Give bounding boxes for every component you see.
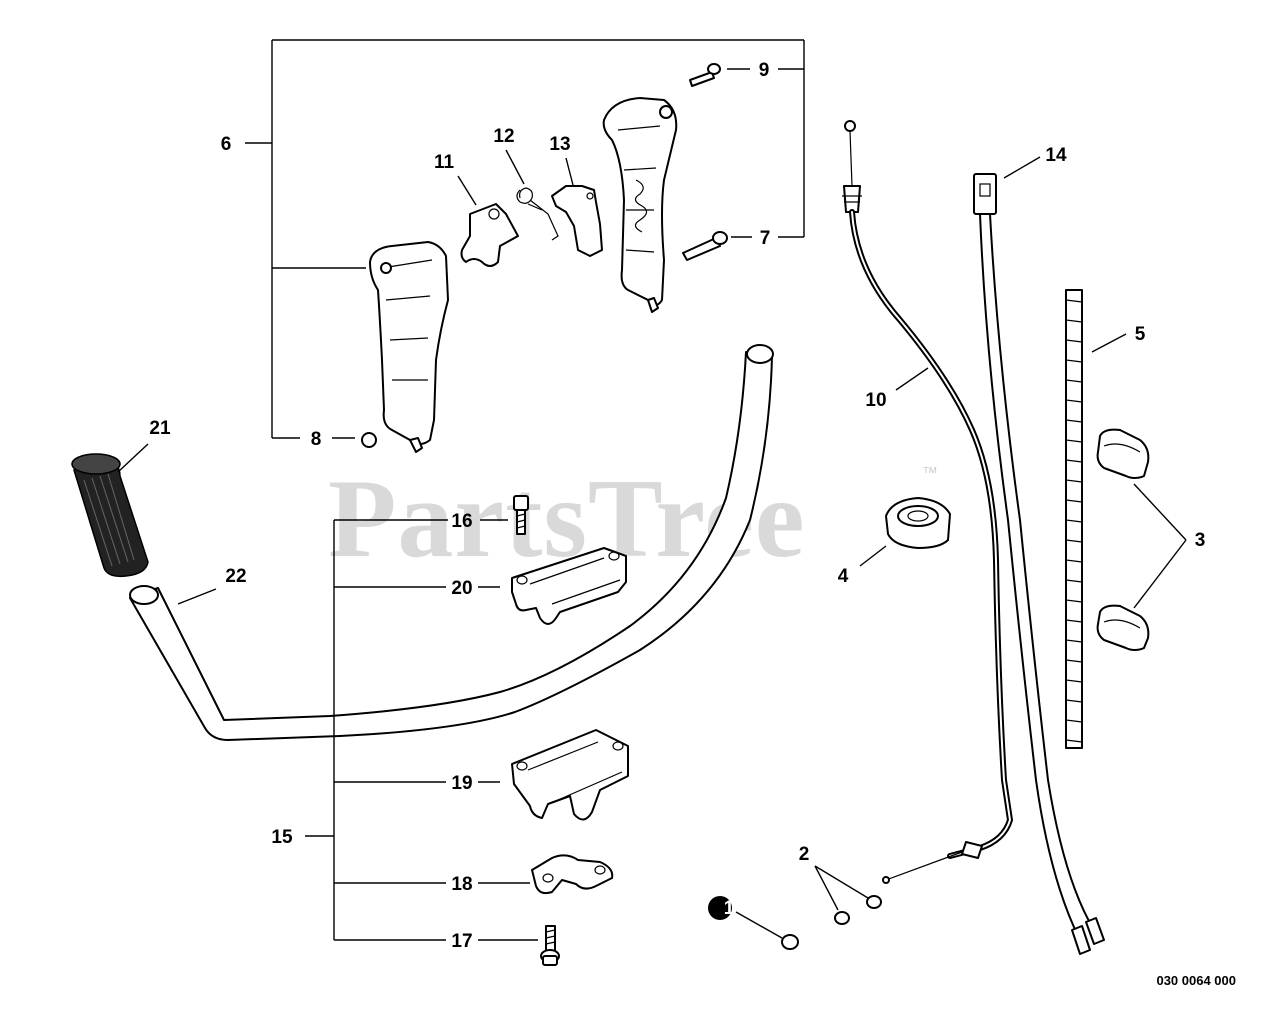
part-18-clamp-small[interactable] xyxy=(531,854,614,895)
callout-11: 11 xyxy=(434,152,455,173)
part-16-bolt[interactable] xyxy=(513,495,529,535)
part-6-handle-right[interactable] xyxy=(602,97,678,313)
callout-19: 19 xyxy=(451,773,472,794)
callout-18: 18 xyxy=(451,874,472,895)
part-1-nut[interactable] xyxy=(781,934,799,950)
callout-9: 9 xyxy=(759,60,770,81)
callout-15: 15 xyxy=(271,827,293,848)
callout-14: 14 xyxy=(1045,145,1067,166)
part-10-throttle-cable[interactable] xyxy=(842,120,1014,884)
callout-13: 13 xyxy=(549,134,570,155)
part-11-trigger[interactable] xyxy=(460,203,519,267)
part-14-stop-wire[interactable] xyxy=(973,173,1105,955)
bracket-handle-assembly xyxy=(245,39,805,439)
part-12-spring[interactable] xyxy=(516,187,559,241)
part-17-bolt[interactable] xyxy=(540,925,560,966)
callout-22: 22 xyxy=(225,566,246,587)
part-13-lockout[interactable] xyxy=(551,185,603,257)
callout-20: 20 xyxy=(451,578,472,599)
callout-2: 2 xyxy=(799,844,810,865)
callout-6: 6 xyxy=(221,134,232,155)
part-19-clamp-lower[interactable] xyxy=(511,729,629,821)
part-3-clip-upper[interactable] xyxy=(1096,428,1150,479)
part-22-handlebar[interactable] xyxy=(129,344,774,741)
part-4-cable-guide[interactable] xyxy=(885,497,951,549)
part-3-clip-lower[interactable] xyxy=(1096,604,1150,651)
part-8-nut[interactable] xyxy=(361,432,377,448)
callout-12: 12 xyxy=(493,126,514,147)
part-5-protective-tube[interactable] xyxy=(1065,289,1083,749)
part-9-screw[interactable] xyxy=(689,63,721,87)
part-21-grip[interactable] xyxy=(71,453,149,578)
bracket-clamp-assembly xyxy=(305,519,538,941)
callout-8: 8 xyxy=(311,429,322,450)
callout-7: 7 xyxy=(760,228,771,249)
drawing-code: 030 0064 000 xyxy=(1156,973,1236,988)
callout-1-marker xyxy=(708,896,732,920)
part-6-handle-left[interactable] xyxy=(369,241,449,453)
callout-17: 17 xyxy=(451,931,472,952)
callout-21: 21 xyxy=(149,418,171,439)
part-7-screw[interactable] xyxy=(682,231,728,261)
watermark-trademark: ™ xyxy=(922,465,938,482)
callout-1: 1 xyxy=(724,898,735,919)
callout-4: 4 xyxy=(838,566,849,587)
callout-5: 5 xyxy=(1135,324,1146,345)
part-2-nuts[interactable] xyxy=(834,895,882,925)
callout-10: 10 xyxy=(865,390,886,411)
callout-16: 16 xyxy=(451,511,472,532)
part-20-clamp-upper[interactable] xyxy=(511,547,627,625)
callout-3: 3 xyxy=(1195,530,1206,551)
